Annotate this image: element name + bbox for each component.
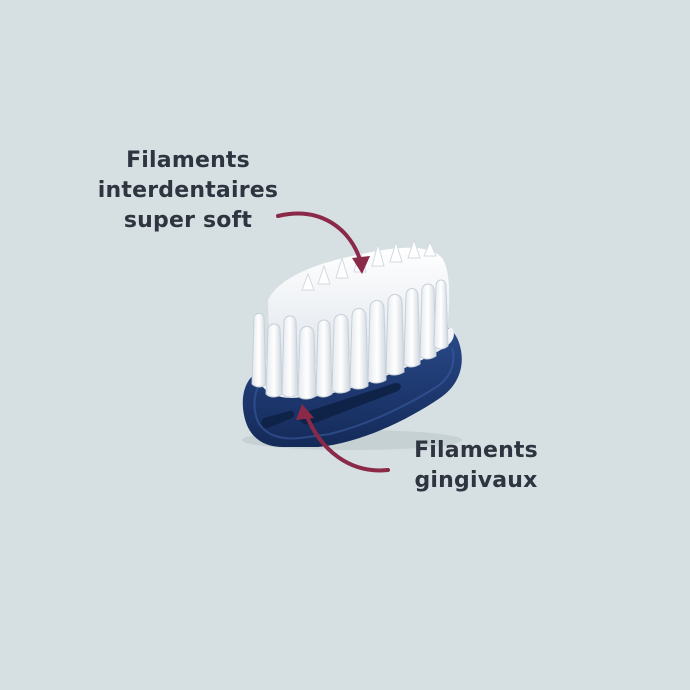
label-line: Filaments bbox=[414, 438, 538, 463]
label-line: Filaments bbox=[126, 148, 250, 173]
label-line: gingivaux bbox=[414, 468, 538, 493]
interdental-bristles-label: Filaments interdentaires super soft bbox=[88, 146, 288, 236]
arrow-to-gum bbox=[296, 404, 390, 473]
arrow-to-interdental bbox=[276, 211, 370, 274]
gum-bristles-label: Filaments gingivaux bbox=[396, 436, 556, 496]
label-line: interdentaires bbox=[97, 178, 279, 203]
label-line: super soft bbox=[123, 208, 253, 233]
gum-bristles bbox=[251, 279, 449, 400]
